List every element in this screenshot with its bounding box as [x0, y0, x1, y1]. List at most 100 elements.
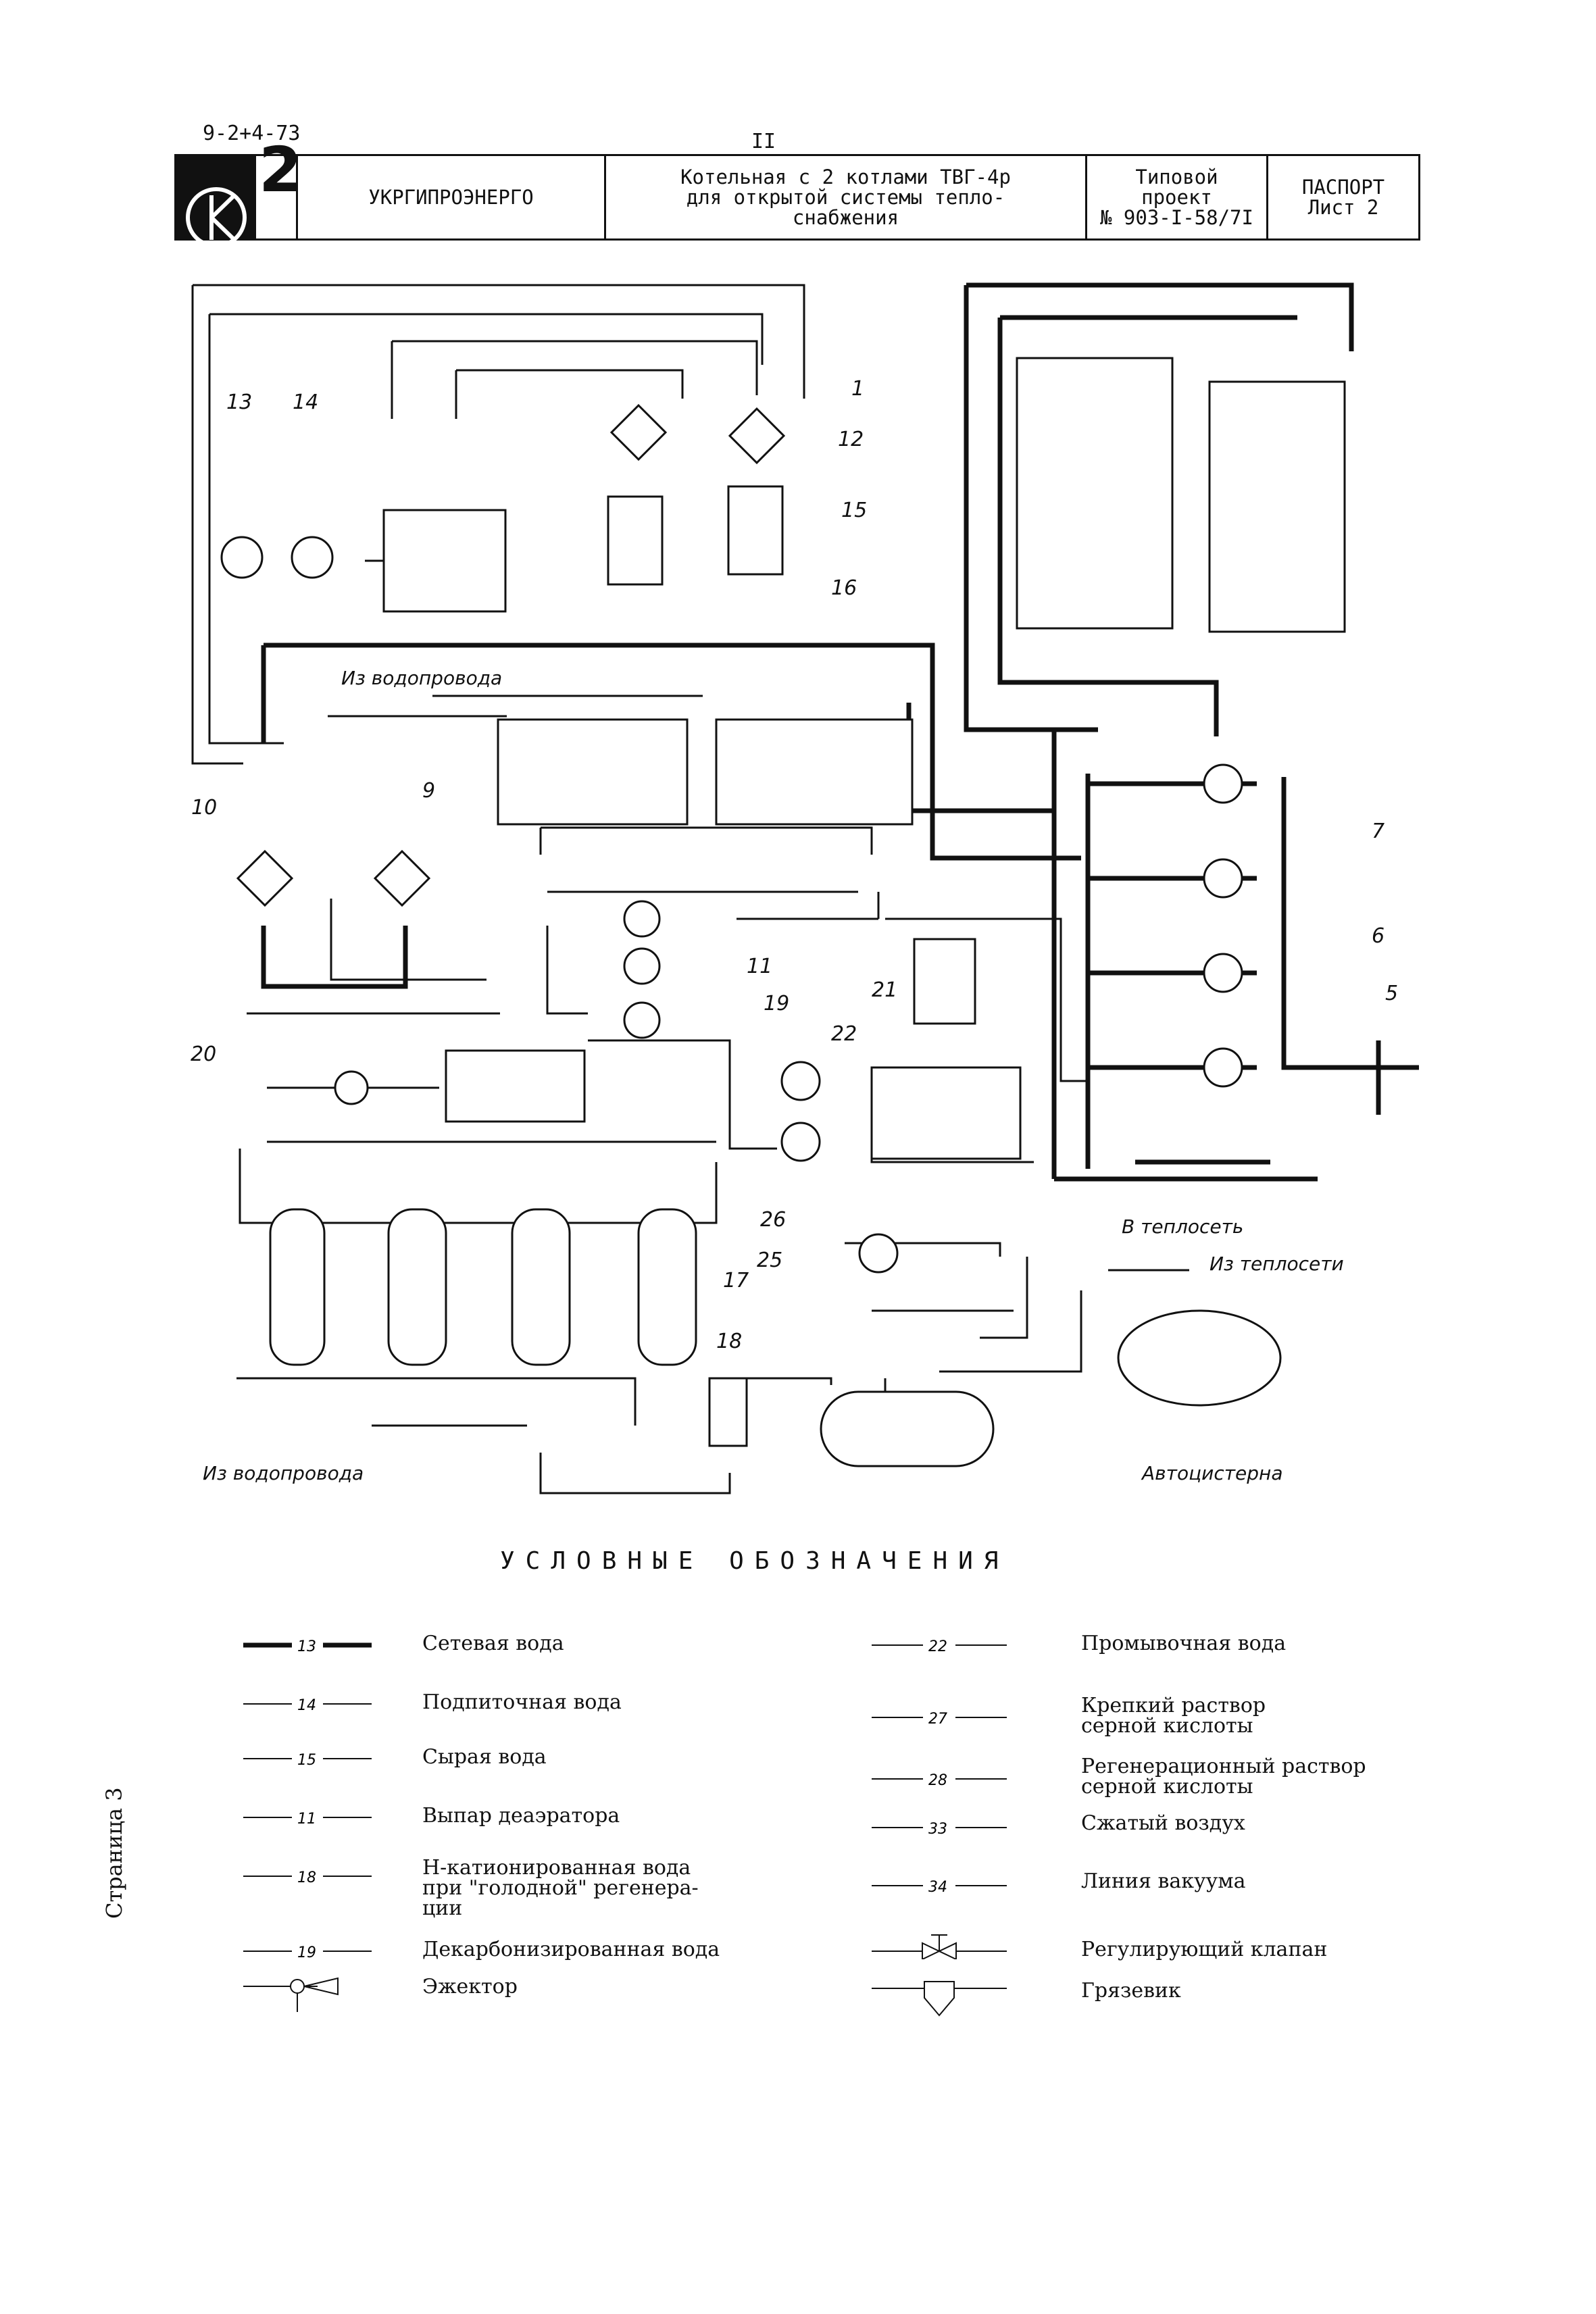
legend-item: 33: [872, 1817, 1007, 1840]
acid-tank: [820, 1390, 995, 1467]
legend-code: 22: [928, 1638, 947, 1655]
legend-label: Декарбонизированная вода: [422, 1938, 720, 1961]
svg-text:22: 22: [831, 1022, 857, 1046]
legend-label: Эжектор: [422, 1975, 518, 1998]
page-label: Страница 3: [101, 1787, 127, 1919]
svg-text:14: 14: [293, 391, 318, 414]
vapour-lines: [391, 340, 758, 419]
legend-label: Сырая вода: [422, 1745, 547, 1769]
legend-code: 27: [928, 1711, 947, 1728]
legend-code: 28: [928, 1772, 947, 1789]
control-valve-icon: [872, 1932, 1007, 1962]
makeup-water-lines: [539, 826, 1088, 1082]
svg-text:15: 15: [841, 499, 867, 522]
svg-text:1: 1: [851, 377, 864, 401]
deaerator-1: [497, 718, 689, 826]
drawing-title: Котельная с 2 котлами ТВГ-4р для открыто…: [606, 156, 1087, 238]
svg-text:11: 11: [747, 955, 772, 978]
project-number: Типовой проект № 903-I-58/7I: [1087, 156, 1268, 238]
document-code: 9-2+4-73: [203, 122, 301, 145]
legend-item: 28: [872, 1769, 1007, 1792]
tanker: [1117, 1309, 1282, 1407]
legend-code: 19: [297, 1944, 316, 1961]
filter-4: [637, 1208, 697, 1366]
filter-1: [269, 1208, 326, 1366]
svg-text:13: 13: [226, 391, 252, 414]
svg-text:25: 25: [757, 1249, 782, 1272]
ion-exchange-unit: [870, 1066, 1022, 1160]
equipment: [269, 357, 1346, 1467]
legend-label: Линия вакуума: [1081, 1869, 1246, 1893]
legend-item: 34: [872, 1876, 1007, 1898]
legend-item: 14: [243, 1694, 372, 1717]
deaerator-2: [715, 718, 914, 826]
legend-title: УСЛОВНЫЕ ОБОЗНАЧЕНИЯ: [500, 1547, 1009, 1575]
annotation-water-supply-bottom: Из водопровода: [203, 1462, 364, 1484]
acid-measure: [913, 938, 976, 1025]
svg-text:21: 21: [872, 978, 897, 1002]
legend-label: Регулирующий клапан: [1081, 1938, 1328, 1961]
legend-label: Промывочная вода: [1081, 1632, 1287, 1655]
acid-metering: [708, 1377, 748, 1447]
svg-text:12: 12: [838, 428, 864, 451]
annotation-tanker: Автоцистерна: [1141, 1462, 1283, 1484]
heat-exchangers: [236, 403, 786, 907]
legend-code: 15: [297, 1752, 316, 1769]
svg-text:26: 26: [760, 1208, 786, 1232]
legend-item: 18: [243, 1866, 372, 1889]
boiler-1: [1016, 357, 1174, 630]
svg-text:7: 7: [1372, 820, 1385, 843]
ejector-icon: [243, 1967, 372, 2017]
filter-3: [511, 1208, 571, 1366]
annotation-water-supply-top: Из водопровода: [341, 667, 502, 689]
legend-code: 14: [297, 1697, 316, 1714]
legend-item: 11: [243, 1807, 372, 1830]
svg-text:5: 5: [1385, 982, 1398, 1005]
decarbonizer-tank: [445, 1049, 586, 1123]
acid-lines: [236, 1242, 1189, 1494]
mud-trap-icon: [872, 1976, 1007, 2026]
legend-label: Сжатый воздух: [1081, 1811, 1245, 1835]
title-block: 2 УКРГИПРОЭНЕРГО Котельная с 2 котлами Т…: [174, 139, 1420, 248]
pumps: [220, 536, 1243, 1274]
annotation-from-heating-network: Из теплосети: [1210, 1253, 1344, 1275]
svg-text:18: 18: [716, 1330, 742, 1353]
legend-label: Подпиточная вода: [422, 1690, 622, 1714]
sheet-number: II: [751, 130, 776, 153]
svg-text:10: 10: [191, 796, 217, 820]
legend-label: Н-катионированная вода при "голодной" ре…: [422, 1856, 699, 1920]
legend-code: 33: [928, 1821, 947, 1838]
legend-item: 27: [872, 1707, 1007, 1730]
filter-2: [387, 1208, 447, 1366]
svg-text:6: 6: [1372, 924, 1385, 948]
legend-label: Регенерационный раствор серной кислоты: [1081, 1755, 1366, 1799]
legend-item: 15: [243, 1749, 372, 1771]
legend-label: Сетевая вода: [422, 1632, 564, 1655]
passport-sheet: ПАСПОРТ Лист 2: [1301, 176, 1385, 219]
boiler-2: [1208, 380, 1346, 633]
logo: 2: [176, 139, 302, 248]
legend-item: 19: [243, 1941, 372, 1964]
column-2: [727, 485, 784, 576]
legend-code: 18: [297, 1869, 316, 1886]
svg-text:17: 17: [723, 1269, 749, 1292]
legend-code: 34: [928, 1879, 947, 1896]
logo-mark: [176, 156, 256, 248]
svg-text:20: 20: [191, 1042, 216, 1066]
legend-code: 11: [297, 1811, 316, 1828]
deaerator-tank: [382, 509, 507, 613]
legend-item: 22: [872, 1635, 1007, 1658]
legend-label: Крепкий раствор серной кислоты: [1081, 1694, 1266, 1738]
legend-item: 13: [243, 1635, 372, 1658]
svg-text:16: 16: [831, 576, 857, 600]
svg-text:19: 19: [764, 992, 789, 1015]
organization: УКРГИПРОЭНЕРГО: [298, 156, 606, 238]
column-1: [607, 495, 664, 586]
callout-labels: 1 7 6 5 9 10 11 12 13 14 15 16 17 18 19 …: [191, 377, 1398, 1353]
legend-label: Грязевик: [1081, 1979, 1181, 2003]
annotations: Из водопровода Из водопровода В теплосет…: [203, 667, 1344, 1484]
legend-code: 13: [297, 1638, 316, 1655]
legend-label: Выпар деаэратора: [422, 1804, 620, 1828]
annotation-to-heating-network: В теплосеть: [1122, 1215, 1243, 1238]
svg-text:9: 9: [422, 779, 435, 803]
